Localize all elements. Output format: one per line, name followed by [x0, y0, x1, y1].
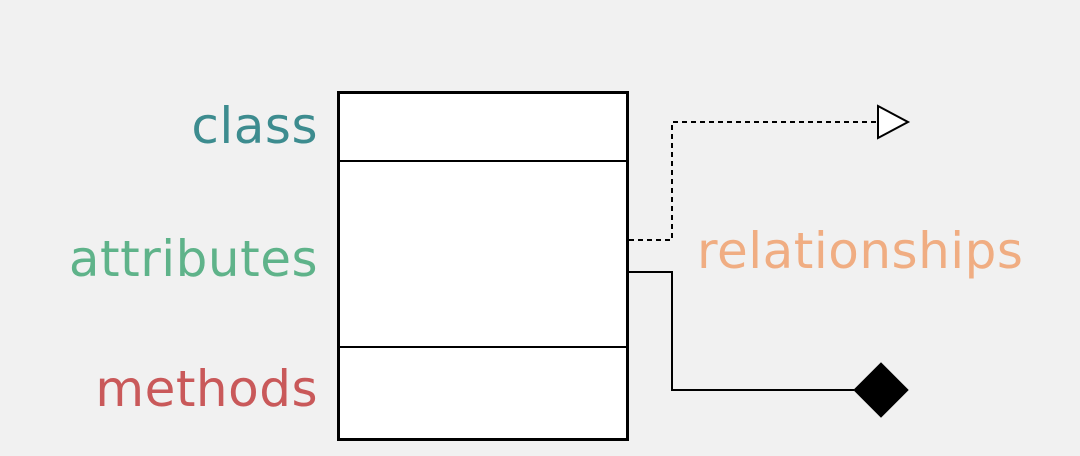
hollow-triangle-arrowhead-icon — [877, 104, 911, 140]
methods-label: methods — [95, 360, 318, 418]
class-label: class — [191, 97, 318, 155]
solid-composition-line — [629, 271, 854, 391]
attributes-label: attributes — [68, 230, 318, 288]
class-attributes-divider — [340, 160, 626, 162]
relationships-label: relationships — [697, 222, 1024, 280]
filled-diamond-icon — [853, 362, 909, 418]
uml-class-box — [337, 91, 629, 441]
dashed-inheritance-line — [629, 121, 878, 241]
attributes-methods-divider — [340, 346, 626, 348]
